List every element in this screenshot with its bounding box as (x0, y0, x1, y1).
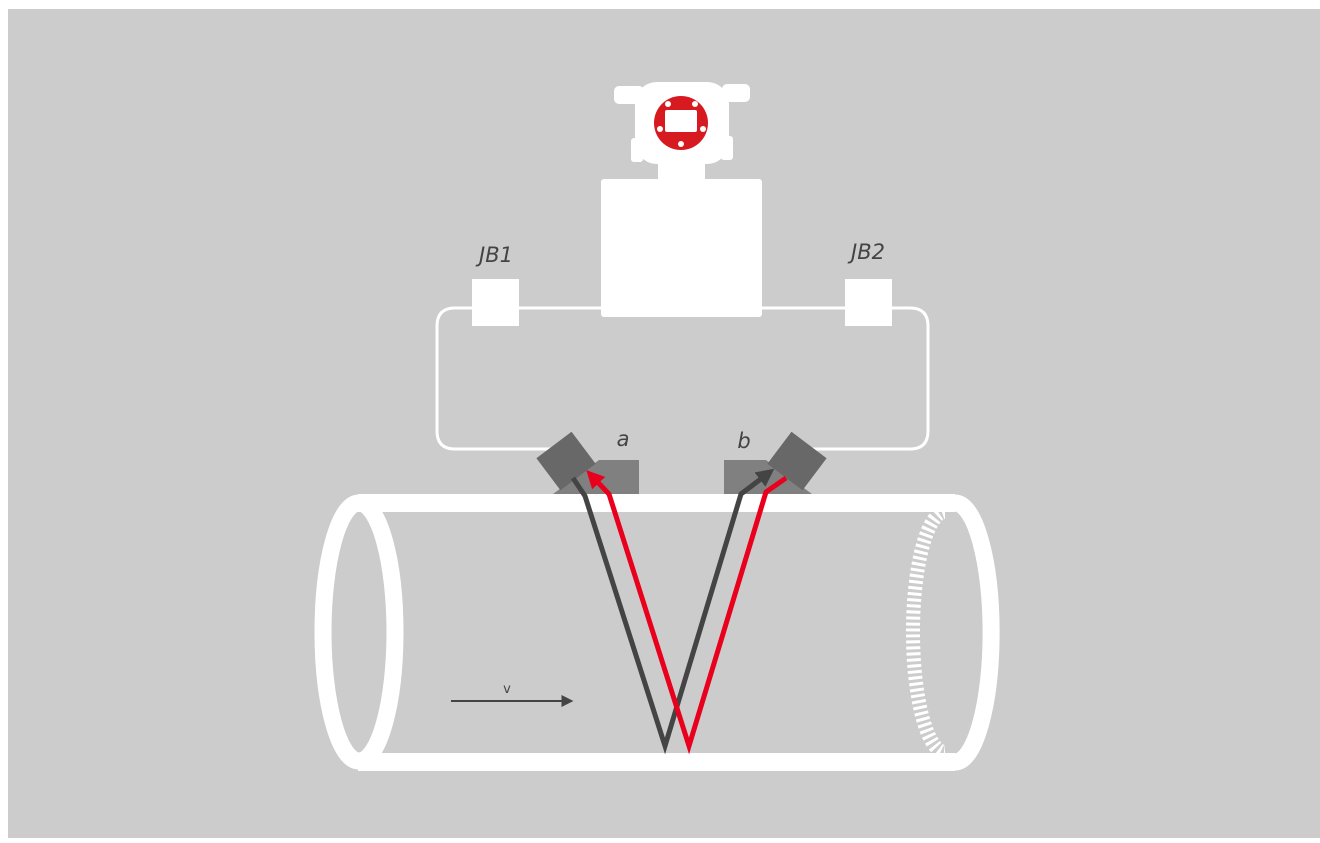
signal-path-red (586, 470, 788, 755)
velocity-label: v (503, 682, 511, 697)
transducer-a-label: a (617, 427, 630, 451)
display-button-left (657, 126, 663, 132)
housing-ear-right (722, 84, 750, 102)
housing-gland-right (721, 136, 733, 160)
transducer-icon (767, 431, 827, 491)
junction-box-icon (845, 279, 892, 326)
transmitter-body (601, 179, 762, 317)
pipe-right-end (953, 494, 1000, 771)
transmitter-icon (601, 82, 762, 317)
display-button-bottom (678, 141, 684, 147)
display-button-top-left (665, 101, 671, 107)
transducer-icon (536, 431, 596, 491)
housing-gland-left (631, 138, 643, 162)
jb2-label: JB2 (847, 240, 885, 264)
pipe-left-end (314, 494, 404, 770)
housing-ear-left (614, 86, 644, 104)
junction-box-icon (472, 279, 519, 326)
display-screen (665, 110, 697, 132)
transducer-b-label: b (737, 429, 750, 453)
pipe-right-hidden-edge (906, 505, 946, 759)
pipe (314, 494, 1000, 771)
jb1-label: JB1 (475, 243, 513, 267)
signal-path-dark (570, 468, 775, 755)
display-button-right (700, 126, 706, 132)
display-button-top-right (692, 101, 698, 107)
